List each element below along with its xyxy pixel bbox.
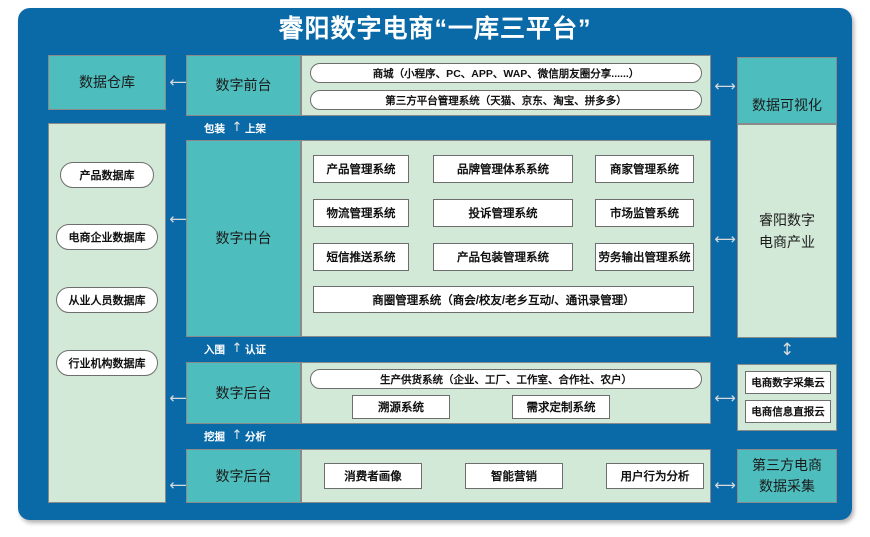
list-item[interactable]: 从业人员数据库 xyxy=(56,287,158,313)
middle-system-9[interactable]: 劳务输出管理系统 xyxy=(595,243,694,271)
middle-system-3[interactable]: 商家管理系统 xyxy=(595,155,694,183)
stage-front-box[interactable]: 数字前台 xyxy=(186,55,301,116)
back-supply-item-2[interactable]: 需求定制系统 xyxy=(512,395,610,419)
back-analytics-item-3[interactable]: 用户行为分析 xyxy=(606,463,704,489)
industry-label-line1: 睿阳数字 xyxy=(759,211,815,228)
back-supply-wide[interactable]: 生产供货系统（企业、工厂、工作室、合作社、农户） xyxy=(310,369,702,389)
list-item[interactable]: 行业机构数据库 xyxy=(56,350,158,376)
stage-back-analytics-label: 数字后台 xyxy=(215,467,272,484)
stage-middle-label: 数字中台 xyxy=(215,230,272,247)
stage-back-supply-label: 数字后台 xyxy=(215,384,272,401)
cloud-panel: 电商数字采集云 电商信息直报云 xyxy=(737,364,837,431)
connector-label-packing: 包装 xyxy=(204,123,225,135)
back-analytics-panel: 消费者画像 智能营销 用户行为分析 xyxy=(301,449,711,503)
connector-arrow-supply-clouds: ⟷ xyxy=(714,389,736,407)
stage-back-analytics-box[interactable]: 数字后台 xyxy=(186,449,301,503)
connector-arrow-analytics-thirdparty: ⟷ xyxy=(714,476,736,494)
connector-up-arrow-2: ↑ xyxy=(231,341,243,356)
middle-system-5[interactable]: 投诉管理系统 xyxy=(433,199,573,227)
middle-system-4[interactable]: 物流管理系统 xyxy=(313,199,409,227)
connector-arrow-db-middle: ⟷ xyxy=(169,210,191,228)
middle-system-8[interactable]: 产品包装管理系统 xyxy=(433,243,573,271)
front-item-thirdparty[interactable]: 第三方平台管理系统（天猫、京东、淘宝、拼多多） xyxy=(310,90,702,110)
stage-back-supply-box[interactable]: 数字后台 xyxy=(186,362,301,424)
front-panel: 商城（小程序、PC、APP、WAP、微信朋友圈分享......） 第三方平台管理… xyxy=(301,55,711,116)
cloud-item-2[interactable]: 电商信息直报云 xyxy=(745,400,831,423)
data-visualization-label: 数据可视化 xyxy=(752,97,822,114)
connector-arrow-db-back-analytics: ⟷ xyxy=(169,476,191,494)
back-supply-panel: 生产供货系统（企业、工厂、工作室、合作社、农户） 溯源系统 需求定制系统 xyxy=(301,362,711,424)
industry-label-line2: 电商产业 xyxy=(759,234,815,250)
connector-up-arrow-3: ↑ xyxy=(231,428,243,443)
third-party-label-line1: 第三方电商 xyxy=(752,457,822,473)
middle-system-2[interactable]: 品牌管理体系系统 xyxy=(433,155,573,183)
back-supply-item-1[interactable]: 溯源系统 xyxy=(352,395,450,419)
middle-panel: 产品管理系统 品牌管理体系系统 商家管理系统 物流管理系统 投诉管理系统 市场监… xyxy=(301,140,711,337)
data-warehouse-box[interactable]: 数据仓库 xyxy=(48,55,166,110)
cloud-item-1[interactable]: 电商数字采集云 xyxy=(745,371,831,394)
industry-box[interactable]: 睿阳数字 电商产业 xyxy=(737,124,837,338)
connector-label-mining: 挖掘 xyxy=(204,431,225,443)
data-visualization-box[interactable]: 数据可视化 xyxy=(737,57,837,124)
front-item-mall[interactable]: 商城（小程序、PC、APP、WAP、微信朋友圈分享......） xyxy=(310,63,702,83)
connector-arrow-front-visualization: ⟷ xyxy=(714,77,736,95)
connector-arrow-db-back-supply: ⟷ xyxy=(169,389,191,407)
stage-middle-box[interactable]: 数字中台 xyxy=(186,140,301,337)
list-item[interactable]: 产品数据库 xyxy=(60,162,154,188)
data-warehouse-label: 数据仓库 xyxy=(79,74,135,91)
database-panel: 产品数据库 电商企业数据库 从业人员数据库 行业机构数据库 xyxy=(48,123,166,503)
middle-system-6[interactable]: 市场监管系统 xyxy=(595,199,694,227)
connector-arrow-middle-industry: ⟷ xyxy=(714,230,736,248)
third-party-label-line2: 数据采集 xyxy=(759,478,815,494)
page-title: 睿阳数字电商“一库三平台” xyxy=(278,15,592,43)
connector-label-shortlist: 入围 xyxy=(204,344,225,356)
third-party-collection-box[interactable]: 第三方电商 数据采集 xyxy=(737,449,837,503)
connector-arrow-warehouse-front: ⟷ xyxy=(169,73,191,91)
back-analytics-item-2[interactable]: 智能营销 xyxy=(465,463,563,489)
back-analytics-item-1[interactable]: 消费者画像 xyxy=(324,463,422,489)
connector-label-analysis: 分析 xyxy=(245,431,266,443)
stage-front-label: 数字前台 xyxy=(215,77,272,94)
connector-arrow-vertical-industry-clouds: ↕ xyxy=(780,340,795,360)
middle-system-wide[interactable]: 商圈管理系统（商会/校友/老乡互动/、通讯录管理） xyxy=(313,286,694,313)
middle-system-7[interactable]: 短信推送系统 xyxy=(313,243,409,271)
connector-up-arrow-1: ↑ xyxy=(231,120,243,135)
list-item[interactable]: 电商企业数据库 xyxy=(56,224,158,250)
connector-label-onshelf: 上架 xyxy=(245,123,266,135)
middle-system-1[interactable]: 产品管理系统 xyxy=(313,155,409,183)
connector-label-certify: 认证 xyxy=(245,344,266,356)
